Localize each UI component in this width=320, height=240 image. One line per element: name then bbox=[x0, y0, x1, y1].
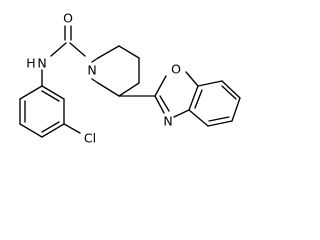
bond-aryl-to-cl bbox=[63, 123, 81, 134]
bond-carbonyl-to-ring-n bbox=[69, 42, 86, 57]
bond-carbonyl-to-nh bbox=[50, 42, 67, 57]
bond-aryl-1 bbox=[41, 85, 65, 100]
atom-carbonyl-oxygen: O bbox=[63, 11, 73, 26]
bond-c3a-to-n bbox=[173, 109, 190, 118]
bond-pip-5 bbox=[97, 82, 120, 97]
bond-pip-to-ring-n bbox=[91, 57, 99, 63]
atom-benzoxazole-nitrogen: N bbox=[163, 114, 172, 129]
bond-pip-2 bbox=[118, 45, 140, 59]
bond-benzo-3 bbox=[231, 97, 241, 122]
bond-benzo-inner-1 bbox=[194, 89, 203, 109]
bond-aryl-3 bbox=[41, 123, 65, 138]
bond-aryl-4 bbox=[19, 123, 43, 138]
atom-amide-nitrogen: N bbox=[37, 56, 46, 71]
chemical-structure: O N H N O N Cl bbox=[19, 11, 241, 146]
bond-c2-to-o bbox=[154, 75, 167, 97]
bond-benzo-2 bbox=[221, 80, 241, 99]
bond-n-to-c2 bbox=[154, 95, 165, 114]
bond-aryl-inner-1 bbox=[41, 90, 60, 102]
bond-aryl-inner-2 bbox=[41, 121, 60, 133]
atom-benzoxazole-oxygen: O bbox=[171, 62, 181, 77]
bond-benzo-inner-2 bbox=[221, 85, 237, 100]
bond-benzo-5 bbox=[188, 109, 209, 127]
bond-benzo-4 bbox=[207, 120, 233, 127]
bond-c7a-to-c3a bbox=[188, 85, 199, 111]
bond-benzo-1 bbox=[197, 80, 223, 87]
atom-amide-hydrogen: H bbox=[26, 56, 35, 71]
bond-pip-1 bbox=[97, 45, 120, 59]
bond-aryl-6 bbox=[19, 85, 43, 100]
atom-ring-nitrogen: N bbox=[87, 63, 96, 78]
bond-pip-4 bbox=[118, 82, 140, 97]
atom-chlorine: Cl bbox=[84, 131, 96, 146]
bond-n-to-c2-double bbox=[159, 95, 170, 112]
bond-benzo-inner-3 bbox=[208, 116, 230, 122]
bond-pip-6 bbox=[91, 78, 99, 84]
bond-o-to-c7a bbox=[185, 71, 199, 87]
